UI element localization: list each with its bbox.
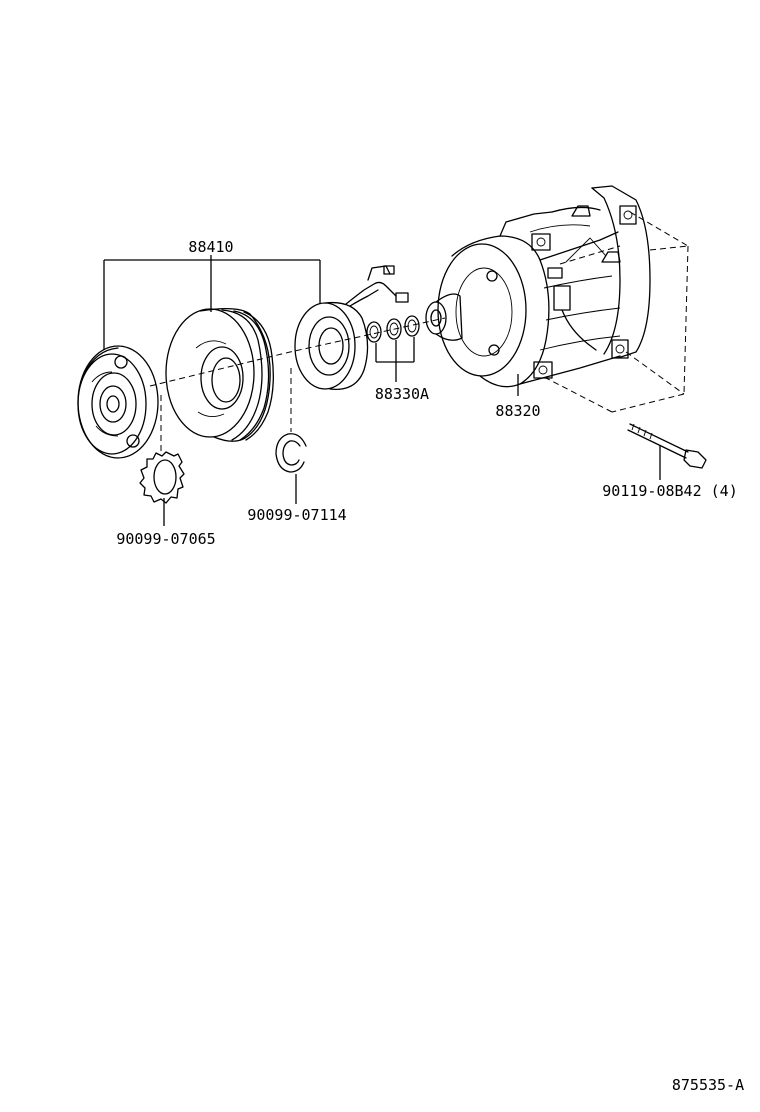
bolt-dashed-lines: [545, 211, 689, 413]
label-snap-ring-small: 90099-07065: [116, 530, 215, 548]
label-bolt: 90119-08B42 (4): [602, 482, 737, 500]
pressure-plate: [77, 345, 159, 459]
label-shim-set: 88330A: [375, 385, 429, 403]
snap-ring-small: [139, 395, 185, 526]
bolt: [627, 423, 707, 480]
label-snap-ring-large: 90099-07114: [247, 506, 346, 524]
diagram-number: 875535-A: [672, 1076, 744, 1094]
compressor-body: [425, 185, 651, 388]
clutch-assembly-bracket: [103, 255, 321, 350]
label-compressor: 88320: [495, 402, 540, 420]
axis-line: [149, 317, 446, 387]
pulley: [165, 307, 274, 442]
stator-coil: [294, 265, 409, 391]
snap-ring-large: [275, 368, 307, 504]
shim-set: [366, 315, 420, 382]
label-clutch-assembly: 88410: [188, 238, 233, 256]
